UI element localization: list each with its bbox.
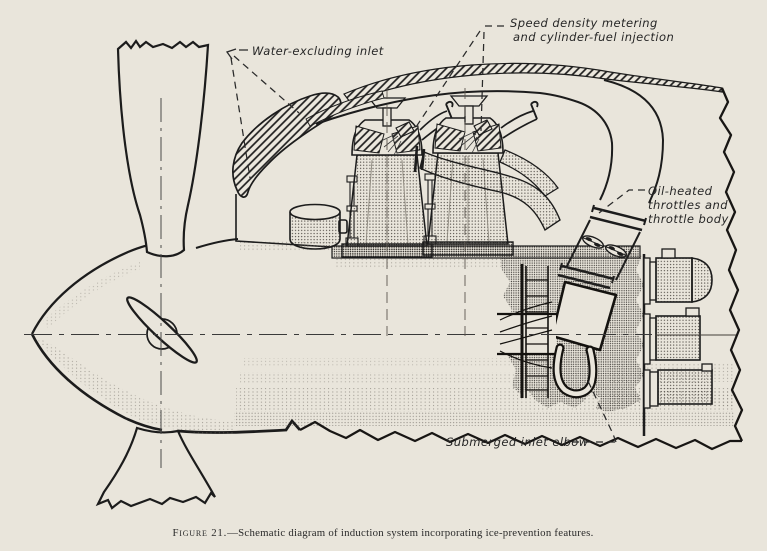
rocker-box [353,125,385,154]
induction-ducting [232,62,723,204]
label-water-excluding-inlet: Water-excluding inlet [252,44,384,58]
butterfly-valve [582,235,604,249]
propeller [95,39,216,510]
leader-oil-throttle [598,189,645,214]
arrowhead-icon [225,48,248,60]
intake-manifold [413,145,561,232]
elbow-guide-vanes [520,264,549,398]
torn-section-edges [299,87,744,451]
figure-caption: Figure 21.—Schematic diagram of inductio… [172,527,593,539]
fuel-injection-nozzle-1 [395,121,415,138]
label-speed-density-line1: Speed density metering [510,16,658,30]
fuel-injection-nozzle-2 [473,119,493,136]
leader-water-inlet-b [233,55,300,114]
intake-funnel-2 [449,95,489,107]
accessory-cylinder-dome [643,248,713,305]
leader-speed-density-a [411,30,481,134]
label-oil-throttle-line1: Oil-heated [648,184,713,198]
cowl-skin [343,62,723,103]
label-oil-throttle-line2: throttles and [648,198,728,212]
manifold-flange [413,145,426,173]
leader-submerged-elbow [587,380,617,443]
submerged-inlet-elbow [497,252,644,412]
downcomer-duct [603,79,665,204]
accessory-cylinder-middle [643,307,701,365]
propeller-blade-top [116,39,210,258]
propeller-blade-bottom [95,426,216,510]
figure-caption-text: —Schematic diagram of induction system i… [226,527,593,539]
label-submerged-inlet-elbow: Submerged inlet elbow [446,435,589,449]
accessory-cylinder-bottom [643,363,713,409]
leader-water-inlet-a [230,57,251,179]
accessory-section [642,248,737,436]
fuel-spray [458,131,480,154]
turning-vanes [499,301,553,369]
fuel-spray [380,133,402,156]
accessory-canister [289,203,348,250]
propeller-blade-section [126,296,198,364]
centerlines [24,88,652,468]
canister-handle [338,219,348,234]
annotations: Water-excluding inlet Speed density mete… [225,16,729,449]
engine-cylinder-2 [422,95,539,256]
label-oil-throttle-line3: throttle body [648,212,729,226]
figure-caption-number: Figure 21. [172,527,227,539]
label-speed-density-line2: and cylinder-fuel injection [513,30,674,44]
intake-horn-2 [500,110,538,139]
leader-speed-density-b [480,31,485,132]
